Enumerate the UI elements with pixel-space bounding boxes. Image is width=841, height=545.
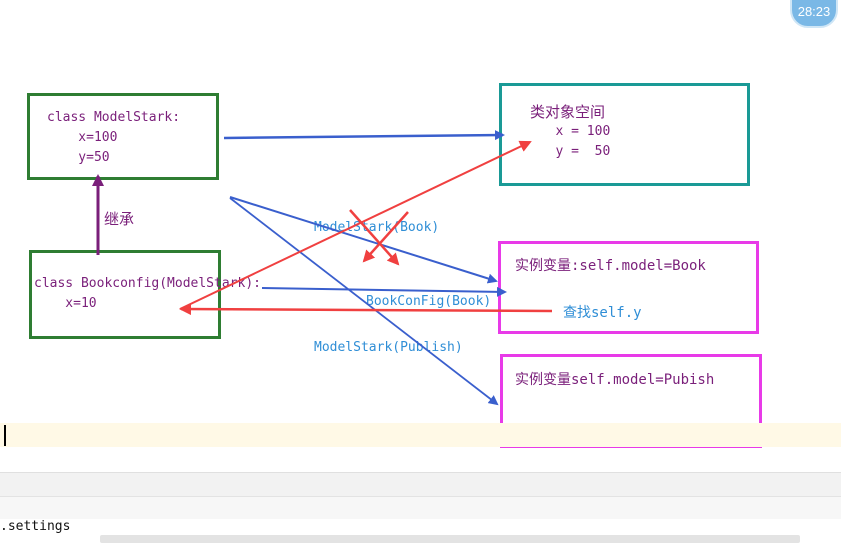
bottom-panel-bar bbox=[0, 472, 841, 497]
settings-text[interactable]: .settings bbox=[0, 519, 71, 534]
horizontal-scrollbar[interactable] bbox=[100, 535, 800, 543]
modelstark-line-1: class ModelStark: bbox=[47, 110, 181, 125]
modelstark-to-pubish-arrow bbox=[229, 197, 499, 406]
modelstark-line-3: y=50 bbox=[47, 150, 110, 165]
red-cross-arrow-2 bbox=[349, 209, 400, 266]
bookconfig-line-1: class Bookconfig(ModelStark): bbox=[34, 276, 261, 291]
bookconfig-box bbox=[29, 250, 221, 339]
modelstark-book-label: ModelStark(Book) bbox=[314, 220, 440, 235]
class-space-title: 类对象空间 bbox=[530, 103, 606, 121]
lookup-red-arrow bbox=[179, 303, 553, 316]
bookconfig-to-class-red-arrow bbox=[179, 140, 532, 310]
red-cross-arrow-1 bbox=[362, 211, 409, 263]
instance-book-text: 实例变量:self.model=Book bbox=[515, 258, 706, 274]
modelstark-publish-label: ModelStark(Publish) bbox=[314, 340, 463, 355]
text-cursor bbox=[4, 425, 6, 446]
bookconfig-line-2: x=10 bbox=[34, 296, 97, 311]
class-space-line-3: y = 50 bbox=[532, 144, 611, 159]
inherit-label: 继承 bbox=[104, 210, 135, 228]
lookup-label: 查找self.y bbox=[563, 305, 642, 321]
modelstark-to-book-arrow bbox=[229, 196, 498, 284]
instance-pubish-text: 实例变量self.model=Pubish bbox=[515, 372, 715, 388]
modelstark-line-2: x=100 bbox=[47, 130, 118, 145]
bookconfig-book-label: BookConFig(Book) bbox=[366, 294, 492, 309]
current-line-highlight bbox=[0, 423, 841, 447]
timer-badge: 28:23 bbox=[790, 0, 838, 28]
class-space-line-2: x = 100 bbox=[532, 124, 611, 139]
bookconfig-to-book-arrow bbox=[261, 286, 507, 297]
modelstark-to-class-arrow bbox=[223, 130, 505, 141]
bottom-panel-bar-2 bbox=[0, 496, 841, 519]
modelstark-box bbox=[27, 93, 219, 180]
